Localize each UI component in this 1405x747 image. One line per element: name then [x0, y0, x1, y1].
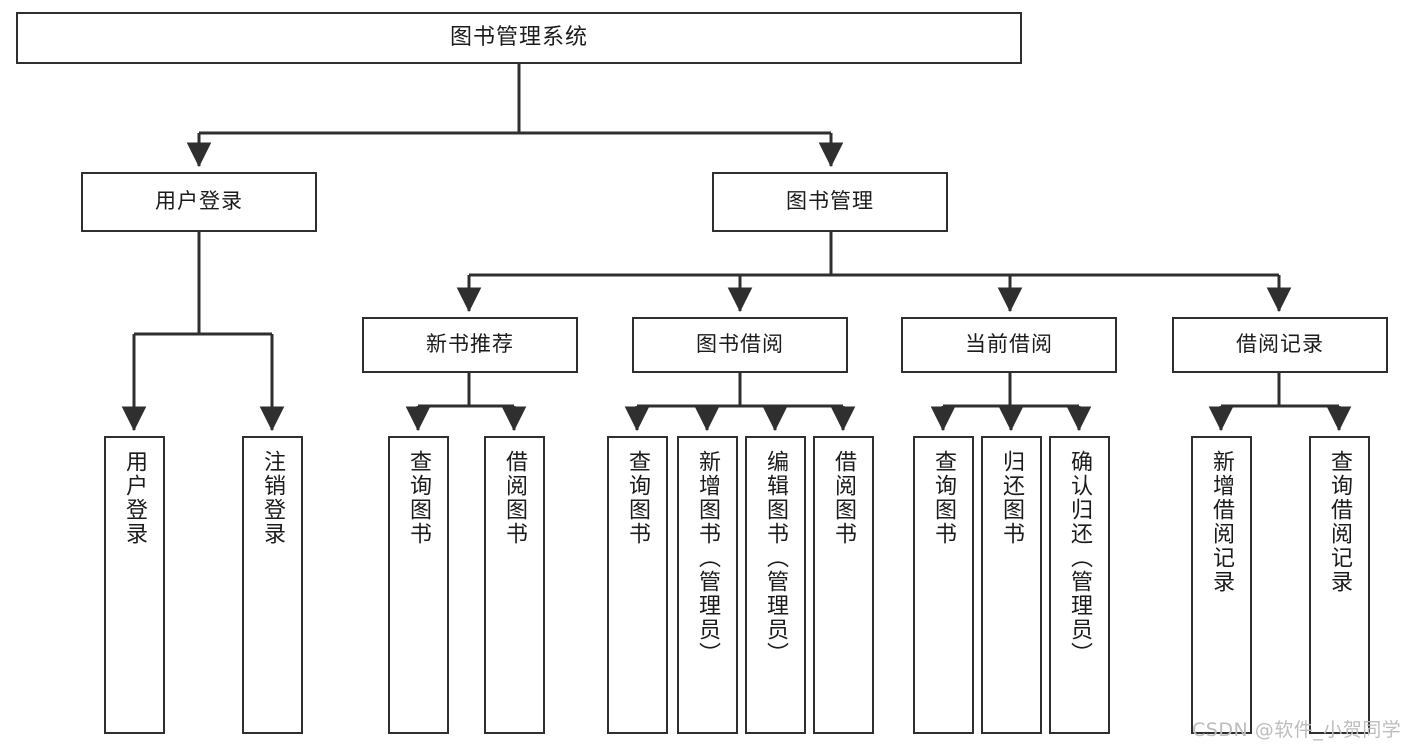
leaf-current-confirm-return-admin[interactable]: 确认归还（管理员）: [1049, 436, 1110, 734]
node-user-login[interactable]: 用户登录: [81, 172, 317, 232]
node-label: 编辑图书（管理员）: [763, 450, 789, 666]
node-current-borrow[interactable]: 当前借阅: [901, 317, 1117, 373]
node-label: 用户登录: [155, 189, 243, 214]
node-label: 查询图书: [625, 450, 651, 546]
node-label: 图书借阅: [696, 332, 784, 357]
node-label: 图书管理: [786, 189, 874, 214]
node-label: 查询借阅记录: [1327, 450, 1353, 594]
leaf-borrow-borrow-book[interactable]: 借阅图书: [813, 436, 874, 734]
leaf-logout[interactable]: 注销登录: [242, 436, 303, 734]
node-label: 用户登录: [122, 450, 148, 546]
csdn-watermark: CSDN @软件_小贺同学: [1192, 719, 1402, 741]
leaf-current-query-book[interactable]: 查询图书: [913, 436, 974, 734]
node-label: 图书管理系统: [449, 24, 588, 50]
node-label: 新增借阅记录: [1209, 450, 1235, 594]
node-label: 查询图书: [406, 450, 432, 546]
node-label: 查询图书: [931, 450, 957, 546]
node-label: 借阅记录: [1236, 332, 1324, 357]
node-book-borrow[interactable]: 图书借阅: [632, 317, 848, 373]
leaf-record-add-record[interactable]: 新增借阅记录: [1191, 436, 1252, 734]
node-borrow-record[interactable]: 借阅记录: [1172, 317, 1388, 373]
node-root-system[interactable]: 图书管理系统: [16, 12, 1022, 64]
leaf-borrow-add-book-admin[interactable]: 新增图书（管理员）: [677, 436, 738, 734]
node-label: 新增图书（管理员）: [695, 450, 721, 666]
node-new-book-recommend[interactable]: 新书推荐: [362, 317, 578, 373]
node-label: 借阅图书: [502, 450, 528, 546]
leaf-user-login[interactable]: 用户登录: [104, 436, 165, 734]
node-label: 借阅图书: [831, 450, 857, 546]
leaf-newbook-query-book[interactable]: 查询图书: [388, 436, 449, 734]
node-label: 归还图书: [999, 450, 1025, 546]
leaf-borrow-query-book[interactable]: 查询图书: [607, 436, 668, 734]
node-label: 新书推荐: [426, 332, 514, 357]
node-label: 确认归还（管理员）: [1067, 450, 1093, 666]
leaf-newbook-borrow-book[interactable]: 借阅图书: [484, 436, 545, 734]
node-label: 注销登录: [260, 450, 286, 546]
leaf-borrow-edit-book-admin[interactable]: 编辑图书（管理员）: [745, 436, 806, 734]
leaf-current-return-book[interactable]: 归还图书: [981, 436, 1042, 734]
node-label: 当前借阅: [965, 332, 1053, 357]
leaf-record-query-record[interactable]: 查询借阅记录: [1309, 436, 1370, 734]
node-book-management[interactable]: 图书管理: [712, 172, 948, 232]
